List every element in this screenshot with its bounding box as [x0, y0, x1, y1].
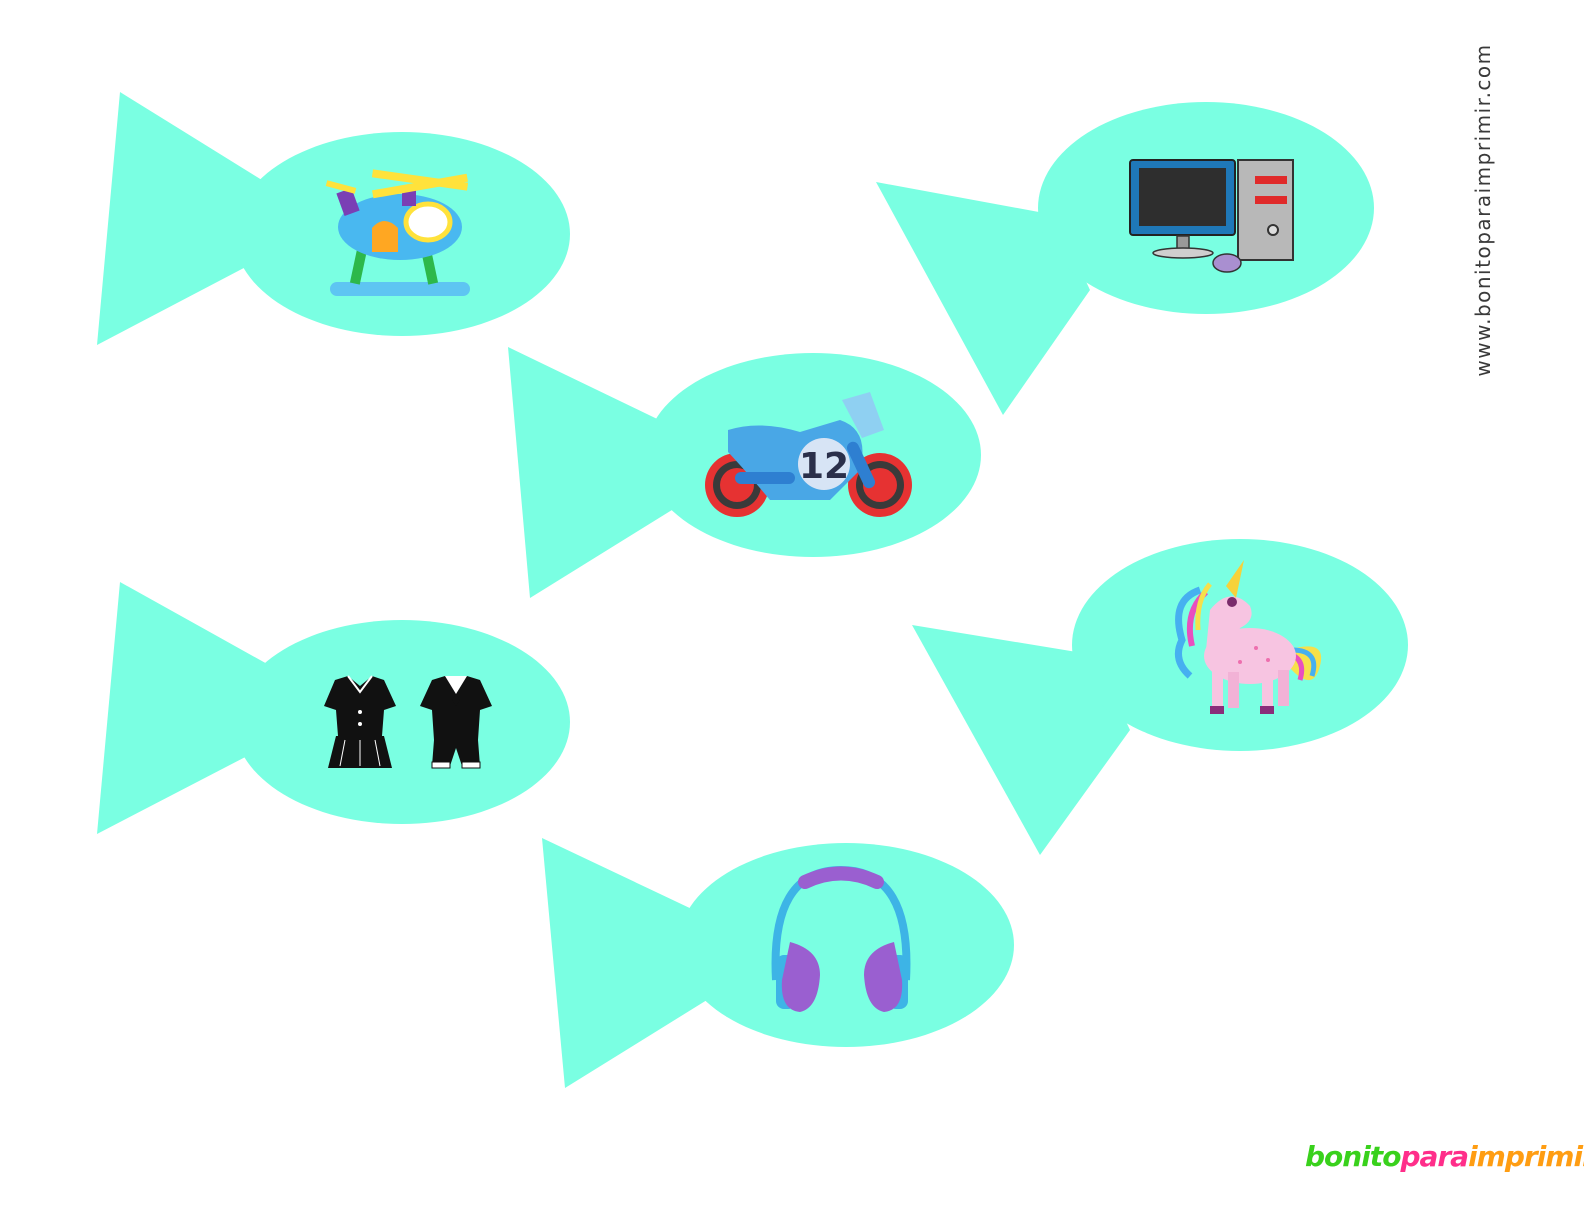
helicopter-icon: [325, 169, 470, 296]
fish-tail: [912, 625, 1130, 855]
fish-card-headphones: [542, 838, 1014, 1088]
fish-tail: [542, 838, 715, 1088]
fish-card-computer: [876, 102, 1374, 415]
fish-body: [678, 843, 1014, 1047]
headphones-icon: [771, 865, 911, 1012]
unicorn-icon: [1174, 560, 1322, 714]
fish-tail: [97, 92, 278, 345]
fish-tail: [876, 182, 1090, 415]
fish-tail: [508, 347, 680, 598]
fish-card-unicorn: [912, 539, 1408, 855]
fish-card-uniforms: [97, 582, 570, 834]
computer-icon: [1129, 159, 1294, 273]
fish-body: [234, 620, 570, 824]
brand-logo-part-2: para: [1400, 1140, 1469, 1173]
brand-logo: bonitoparaimprimir: [1305, 1140, 1584, 1173]
motorcycle-number-badge: 12: [799, 446, 849, 487]
brand-logo-part-1: bonito: [1305, 1140, 1401, 1173]
fish-card-motorcycle: 12: [508, 347, 981, 598]
brand-logo-part-3: imprimir: [1468, 1140, 1584, 1173]
fish-card-helicopter: [97, 92, 570, 345]
site-url: www.bonitoparaimprimir.com: [1471, 43, 1495, 377]
school-uniforms-icon: [324, 675, 492, 769]
fish-tail: [97, 582, 278, 834]
motorcycle-icon: [705, 392, 912, 517]
